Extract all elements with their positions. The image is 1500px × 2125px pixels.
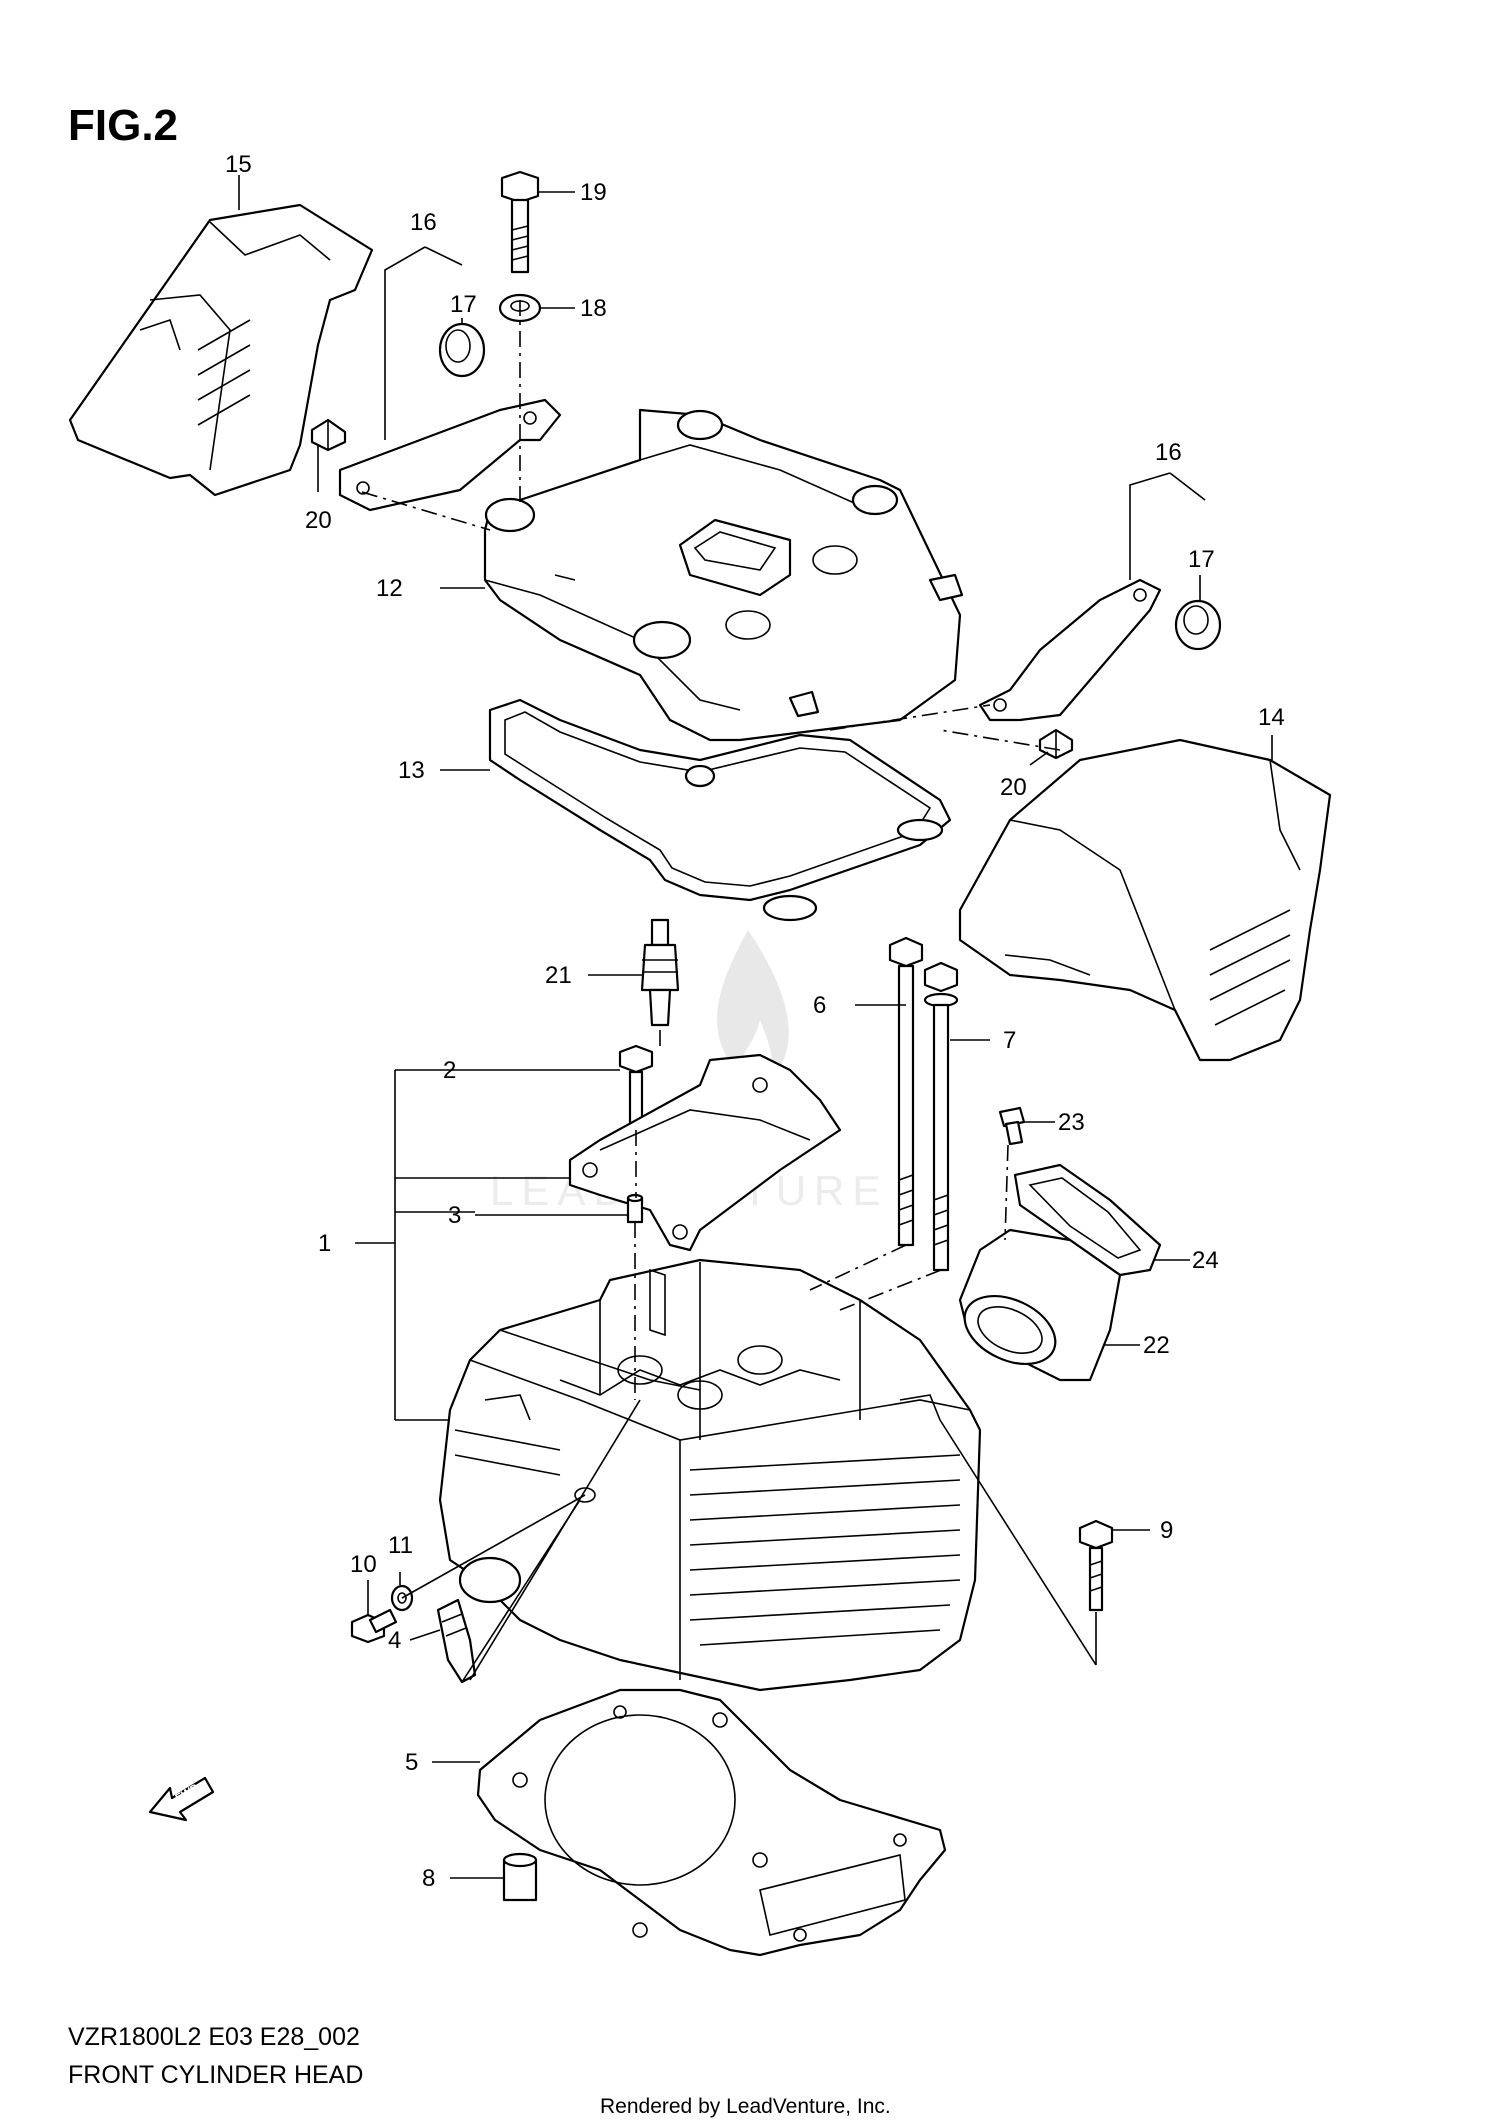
part-10-bolt[interactable] bbox=[350, 1608, 398, 1644]
callout-2[interactable]: 2 bbox=[443, 1057, 456, 1084]
callout-12[interactable]: 12 bbox=[376, 575, 403, 602]
part-5-cylinder-head-gasket[interactable] bbox=[476, 1688, 947, 1957]
callout-23[interactable]: 23 bbox=[1058, 1109, 1085, 1136]
render-credit: Rendered by LeadVenture, Inc. bbox=[600, 2095, 891, 2118]
part-17-grommet-left[interactable] bbox=[438, 322, 486, 378]
callout-6[interactable]: 6 bbox=[813, 992, 826, 1019]
part-3-dowel-pin[interactable] bbox=[626, 1193, 644, 1224]
part-19-bolt[interactable] bbox=[500, 170, 540, 274]
part-9-bolt[interactable] bbox=[1078, 1519, 1114, 1612]
callout-24[interactable]: 24 bbox=[1192, 1247, 1219, 1274]
alignment-lines bbox=[361, 300, 1061, 1400]
part-8-dowel-pin[interactable] bbox=[502, 1852, 538, 1902]
part-1-camshaft-holder[interactable] bbox=[568, 1053, 842, 1252]
part-1-cylinder-head[interactable] bbox=[438, 1258, 982, 1692]
part-4-oil-jet[interactable] bbox=[436, 1598, 477, 1684]
part-7-stud-bolt[interactable] bbox=[923, 961, 959, 1272]
callout-11[interactable]: 11 bbox=[388, 1532, 413, 1559]
part-22-intake-pipe[interactable] bbox=[954, 1228, 1122, 1382]
callout-19[interactable]: 19 bbox=[580, 179, 607, 206]
callout-8[interactable]: 8 bbox=[422, 1865, 435, 1892]
part-17-grommet-right[interactable] bbox=[1174, 599, 1222, 651]
leader-lines bbox=[238, 175, 1273, 1879]
part-20-bolt-right[interactable] bbox=[1038, 728, 1074, 760]
callout-16-left[interactable]: 16 bbox=[410, 209, 437, 236]
model-code: VZR1800L2 E03 E28_002 bbox=[68, 2023, 360, 2051]
callout-14[interactable]: 14 bbox=[1258, 704, 1285, 731]
callout-4[interactable]: 4 bbox=[388, 1627, 401, 1654]
part-24-clamp[interactable] bbox=[1013, 1163, 1162, 1277]
part-20-bolt-left[interactable] bbox=[310, 418, 347, 452]
fwd-arrow-icon: FWD bbox=[148, 1776, 215, 1822]
callout-15[interactable]: 15 bbox=[225, 151, 252, 178]
part-12-cylinder-head-cover[interactable] bbox=[483, 408, 964, 742]
part-16-bracket-right[interactable] bbox=[978, 578, 1162, 722]
part-15-side-cover-left[interactable] bbox=[68, 203, 374, 497]
callout-3[interactable]: 3 bbox=[448, 1202, 461, 1229]
part-13-cover-gasket[interactable] bbox=[488, 698, 952, 922]
callout-17-left[interactable]: 17 bbox=[450, 291, 477, 318]
part-21-spark-plug[interactable] bbox=[640, 918, 680, 1027]
callout-5[interactable]: 5 bbox=[405, 1749, 418, 1776]
callout-1[interactable]: 1 bbox=[318, 1230, 331, 1257]
part-16-bracket-left[interactable] bbox=[338, 398, 562, 512]
callout-9[interactable]: 9 bbox=[1160, 1517, 1173, 1544]
figure-title: FIG.2 bbox=[68, 101, 178, 150]
callout-13[interactable]: 13 bbox=[398, 757, 425, 784]
part-23-screw[interactable] bbox=[998, 1106, 1026, 1146]
callout-20-left[interactable]: 20 bbox=[305, 507, 332, 534]
figure-name: FRONT CYLINDER HEAD bbox=[68, 2061, 363, 2089]
callout-22[interactable]: 22 bbox=[1143, 1332, 1170, 1359]
callout-10[interactable]: 10 bbox=[350, 1551, 377, 1578]
part-14-side-cover-right[interactable] bbox=[958, 738, 1332, 1062]
callout-17-right[interactable]: 17 bbox=[1188, 546, 1215, 573]
callout-21[interactable]: 21 bbox=[545, 962, 572, 989]
callout-7[interactable]: 7 bbox=[1003, 1027, 1016, 1054]
callout-18[interactable]: 18 bbox=[580, 295, 607, 322]
callout-20-right[interactable]: 20 bbox=[1000, 774, 1027, 801]
callout-16-right[interactable]: 16 bbox=[1155, 439, 1182, 466]
callouts: 15 16 17 19 18 20 12 16 17 14 20 13 21 2… bbox=[225, 151, 1285, 1892]
part-6-stud-bolt[interactable] bbox=[888, 936, 924, 1247]
